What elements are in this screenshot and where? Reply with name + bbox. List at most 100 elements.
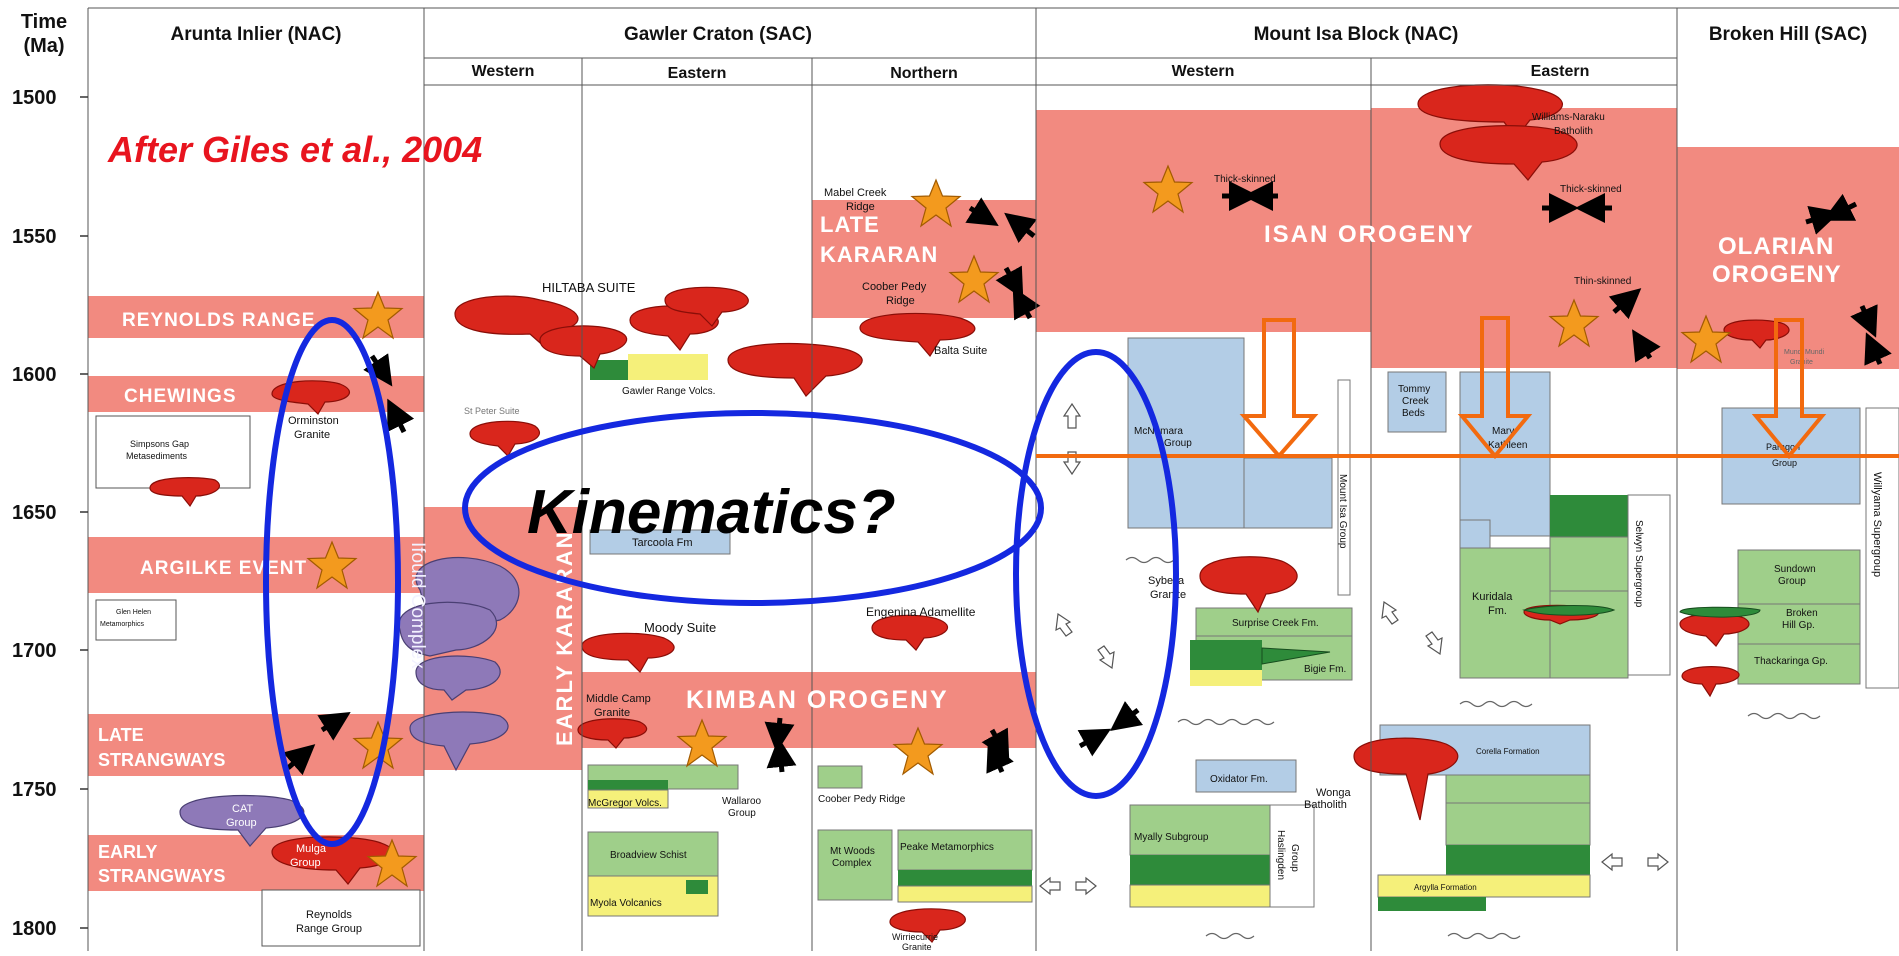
ellipse-kinematics [462, 410, 1044, 606]
label-myally: Myally Subgroup [1134, 832, 1209, 843]
event-chewings: CHEWINGS [124, 386, 237, 407]
label-wirriecurrie: Wirriecurrie [892, 932, 938, 942]
event-isan: ISAN OROGENY [1264, 221, 1475, 248]
label-mulga: Mulga [296, 843, 327, 855]
tick-label: 1600 [12, 364, 57, 386]
ifould-complex [179, 556, 520, 847]
label-wonga: Batholith [1304, 799, 1347, 811]
label-coober-ridge: Coober Pedy Ridge [818, 794, 906, 805]
event-early-strangways: STRANGWAYS [98, 866, 225, 886]
kinematic-arrows [282, 181, 1892, 776]
region-arunta: Arunta Inlier (NAC) [171, 24, 342, 45]
down-arrow [1239, 318, 1319, 460]
label-sybella: Granite [1150, 589, 1186, 601]
axis-title-units: (Ma) [23, 35, 64, 57]
event-olarian: OROGENY [1712, 261, 1842, 288]
label-mt-woods: Complex [832, 858, 871, 869]
label-simpsons: Simpsons Gap [130, 439, 189, 449]
label-haslingden: Group [1289, 844, 1300, 872]
label-st-peter: St Peter Suite [464, 406, 520, 416]
band-argilke [88, 537, 424, 593]
subregion-isa-western: Western [1172, 63, 1235, 80]
event-kimban: KIMBAN OROGENY [686, 686, 949, 714]
label-oxidator: Oxidator Fm. [1210, 774, 1268, 785]
citation: After Giles et al., 2004 [107, 129, 482, 170]
orogeny-bands [88, 108, 1899, 891]
label-argylla: Argylla Formation [1414, 883, 1477, 892]
tick-label: 1500 [12, 87, 57, 109]
label-middle-camp: Middle Camp [586, 693, 651, 705]
tick-label: 1750 [12, 779, 57, 801]
subregion-gawler-eastern: Eastern [668, 65, 727, 82]
label-orminston: Granite [294, 429, 330, 441]
time-axis: Time (Ma) 1500 1550 1600 1650 1700 1750 … [12, 11, 67, 940]
label-myola: Myola Volcanics [590, 898, 662, 909]
label-broadview: Broadview Schist [610, 850, 687, 861]
label-thick-skinned-e: Thick-skinned [1560, 184, 1622, 195]
label-sundown: Group [1778, 576, 1806, 587]
label-engenina: Engenina Adamellite [866, 605, 976, 619]
event-early-strangways: EARLY [98, 842, 157, 862]
label-thick-skinned-w: Thick-skinned [1214, 174, 1276, 185]
band-kimban [582, 672, 1036, 748]
event-early-kararan: EARLY KARARAN [552, 531, 577, 746]
event-late-strangways: STRANGWAYS [98, 750, 225, 770]
label-mcnamara: Group [1164, 438, 1192, 449]
label-sybella: Sybella [1148, 575, 1185, 587]
event-labels: REYNOLDS RANGE CHEWINGS ARGILKE EVENT LA… [98, 212, 1842, 886]
event-late-kararan: KARARAN [820, 242, 938, 267]
label-middle-camp: Granite [594, 707, 630, 719]
band-isan-west [1036, 110, 1371, 332]
region-broken-hill: Broken Hill (SAC) [1709, 24, 1867, 45]
down-arrow [1457, 316, 1533, 460]
label-broken-hill-gp: Broken [1786, 608, 1818, 619]
label-coober: Coober Pedy [862, 281, 927, 293]
label-bigie: Bigie Fm. [1304, 664, 1346, 675]
unconformities [1125, 556, 1821, 940]
label-selwyn: Selwyn Supergroup [1633, 520, 1644, 608]
event-late-kararan: LATE [820, 212, 880, 237]
label-willyama: Willyama Supergroup [1871, 472, 1883, 577]
ellipse-arunta [263, 317, 401, 847]
ellipse-isa-west [1013, 349, 1179, 799]
label-hiltaba: HILTABA SUITE [542, 280, 636, 295]
label-cat: CAT [232, 803, 253, 815]
label-sundown: Sundown [1774, 564, 1816, 575]
grid-lines [87, 7, 1899, 951]
label-peake: Peake Metamorphics [900, 842, 994, 853]
label-coober: Ridge [886, 295, 915, 307]
label-mundi: Mundi Mundi [1784, 349, 1825, 356]
label-corella: Corella Formation [1476, 747, 1540, 756]
label-tommy: Beds [1402, 408, 1425, 419]
label-kuridala: Fm. [1488, 605, 1507, 617]
label-kuridala: Kuridala [1472, 591, 1513, 603]
label-mabel: Ridge [846, 201, 875, 213]
label-glen-helen: Glen Helen [116, 609, 151, 616]
label-thackaringa: Thackaringa Gp. [1754, 656, 1828, 667]
tick-label: 1800 [12, 918, 57, 940]
event-late-strangways: LATE [98, 725, 144, 745]
label-orminston: Orminston [288, 415, 339, 427]
subregion-isa-eastern: Eastern [1531, 63, 1590, 80]
orange-annotations [1036, 316, 1899, 460]
label-reynolds-group: Reynolds [306, 909, 352, 921]
label-broken-hill-gp: Hill Gp. [1782, 620, 1815, 631]
label-williams: Williams-Naraku [1532, 112, 1605, 123]
label-mulga: Group [290, 857, 321, 869]
tick-label: 1700 [12, 640, 57, 662]
region-gawler: Gawler Craton (SAC) [624, 24, 812, 45]
label-tommy: Creek [1402, 396, 1430, 407]
granite-bodies [149, 84, 1790, 943]
label-mary: Mary [1492, 426, 1514, 437]
label-williams: Batholith [1554, 126, 1593, 137]
region-headers: Arunta Inlier (NAC) Gawler Craton (SAC) … [171, 24, 1868, 45]
label-mabel: Mabel Creek [824, 187, 887, 199]
kinematics-callout: Kinematics? [527, 478, 896, 547]
label-gawler-range: Gawler Range Volcs. [622, 386, 715, 397]
label-wirriecurrie: Granite [902, 942, 932, 951]
label-moody: Moody Suite [644, 620, 716, 635]
label-thin-skinned: Thin-skinned [1574, 276, 1631, 287]
highlight-ellipses [263, 317, 1179, 847]
